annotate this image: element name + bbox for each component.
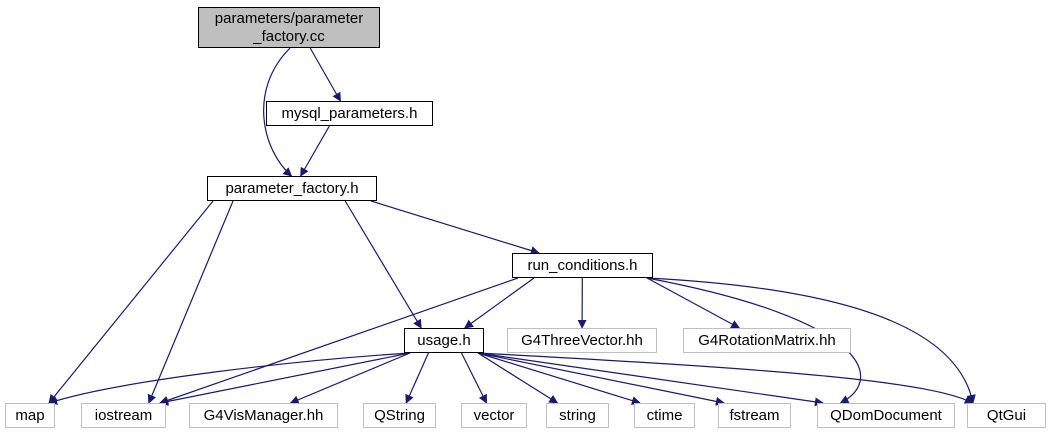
edge-root-to-pf (263, 47, 293, 177)
edge-pf-to-map (48, 200, 214, 404)
edge-usage-to-iostream (159, 352, 411, 406)
node-ctime[interactable]: ctime (634, 403, 695, 428)
edge-rc-to-qtgui (646, 277, 976, 404)
node-qtgui[interactable]: QtGui (967, 403, 1046, 428)
edge-usage-to-qdom (477, 352, 824, 407)
node-run-conditions-h[interactable]: run_conditions.h (512, 253, 653, 278)
edge-rc-to-iostream (159, 277, 519, 405)
node-usage-h[interactable]: usage.h (404, 328, 484, 353)
edge-rc-to-usage (464, 277, 535, 329)
edge-pf-to-rc (370, 200, 540, 255)
node-vector[interactable]: vector (461, 403, 527, 428)
edge-usage-to-vector (460, 352, 488, 404)
edge-mysql-to-pf (300, 125, 330, 177)
edge-usage-to-fstream (477, 352, 725, 406)
node-qdomdocument[interactable]: QDomDocument (817, 403, 955, 428)
edge-usage-to-g4vis (289, 352, 411, 405)
node-parameter-factory-h[interactable]: parameter_factory.h (207, 176, 377, 201)
node-g4vismanager-hh[interactable]: G4VisManager.hh (189, 403, 338, 428)
edge-usage-to-map (48, 352, 411, 405)
node-g4rotationmatrix-hh[interactable]: G4RotationMatrix.hh (683, 328, 851, 353)
node-iostream[interactable]: iostream (81, 403, 166, 428)
edge-usage-to-string (477, 352, 559, 404)
edge-usage-to-qstring (405, 352, 429, 404)
node-mysql-parameters-h[interactable]: mysql_parameters.h (266, 101, 433, 126)
node-fstream[interactable]: fstream (718, 403, 791, 428)
node-parameter-factory-cc[interactable]: parameters/parameter _factory.cc (198, 7, 380, 48)
node-qstring[interactable]: QString (363, 403, 436, 428)
edge-root-to-mysql (309, 47, 341, 102)
edge-usage-to-qtgui (477, 352, 974, 404)
edge-usage-to-ctime (477, 352, 641, 405)
edge-pf-to-iostream (147, 200, 234, 404)
edge-pf-to-usage (344, 200, 422, 329)
edge-rc-to-g4rm (646, 277, 741, 329)
node-map[interactable]: map (5, 403, 55, 428)
node-g4threevector-hh[interactable]: G4ThreeVector.hh (507, 328, 657, 353)
node-string[interactable]: string (546, 403, 609, 428)
